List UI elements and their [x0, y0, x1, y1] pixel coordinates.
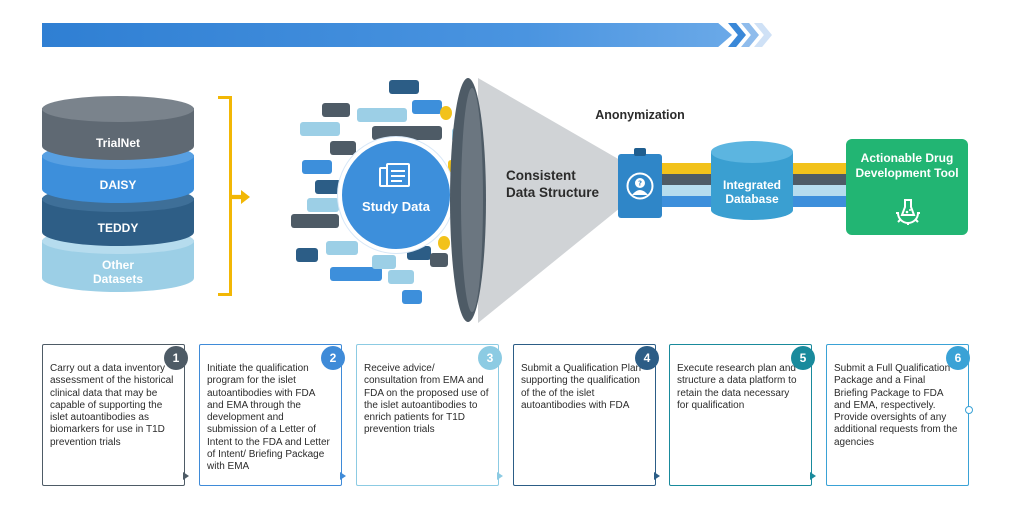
database-top: [711, 141, 793, 163]
step-2-text: Initiate the qualification program for t…: [207, 363, 330, 473]
banner: [42, 23, 732, 47]
banner-title: Data Procurement, Curation, Mapping and …: [176, 5, 524, 19]
step-4-text: Submit a Qualification Plan supporting t…: [521, 363, 642, 411]
dataset-trialnet-label: TrialNet: [95, 136, 140, 150]
funnel: [450, 78, 620, 323]
arrow-right-icon: [183, 472, 189, 480]
dataset-daisy-label: DAISY: [99, 178, 137, 192]
step-1-number: 1: [164, 346, 188, 370]
gear-flask-icon: [896, 199, 920, 225]
step-5: Execute research plan and structure a da…: [669, 344, 816, 486]
actionable-tool-box: [846, 139, 968, 235]
tool-line2: Development Tool: [855, 166, 959, 180]
tool-line1: Actionable Drug: [860, 151, 954, 165]
badge-clip: [634, 148, 646, 156]
step-1-text: Carry out a data inventory assessment of…: [50, 363, 174, 448]
step-5-number: 5: [791, 346, 815, 370]
anonymization-label: Anonymization: [595, 108, 685, 122]
step-4-number: 4: [635, 346, 659, 370]
dataset-other-line2: Datasets: [92, 272, 144, 286]
database-line1: Integrated: [722, 178, 781, 192]
step-4: Submit a Qualification Plan supporting t…: [513, 344, 660, 486]
funnel-line2: Data Structure: [506, 185, 600, 200]
anonymous-user-icon: ?: [626, 172, 654, 200]
arrow-right-icon: [810, 472, 816, 480]
study-data-label: Study Data: [362, 199, 430, 214]
step-3: Receive advice/ consultation from EMA an…: [356, 344, 503, 486]
dataset-teddy-label: TEDDY: [97, 221, 139, 235]
arrow-right-icon: [232, 190, 250, 204]
step-6-text: Submit a Full Qualification Package and …: [834, 363, 958, 448]
arrow-right-icon: [340, 472, 346, 480]
folder-icon: [379, 163, 410, 187]
step-3-number: 3: [478, 346, 502, 370]
step-6: Submit a Full Qualification Package and …: [826, 344, 973, 486]
step-5-text: Execute research plan and structure a da…: [677, 363, 797, 411]
step-6-number: 6: [946, 346, 970, 370]
yellow-bracket: [218, 96, 232, 296]
study-data-circle: [338, 137, 454, 253]
step-3-text: Receive advice/ consultation from EMA an…: [364, 363, 489, 436]
step-2-number: 2: [321, 346, 345, 370]
arrow-right-icon: [654, 472, 660, 480]
svg-text:?: ?: [638, 180, 642, 188]
step-2: Initiate the qualification program for t…: [199, 344, 346, 486]
funnel-line1: Consistent: [506, 168, 576, 183]
arrow-right-icon: [497, 472, 503, 480]
integrated-database: [711, 152, 793, 220]
dataset-other-line1: Other: [101, 258, 134, 272]
end-dot-icon: [965, 406, 973, 414]
step-1: Carry out a data inventory assessment of…: [42, 344, 189, 486]
dataset-trialnet: TrialNet: [42, 96, 194, 160]
database-line2: Database: [725, 192, 779, 206]
